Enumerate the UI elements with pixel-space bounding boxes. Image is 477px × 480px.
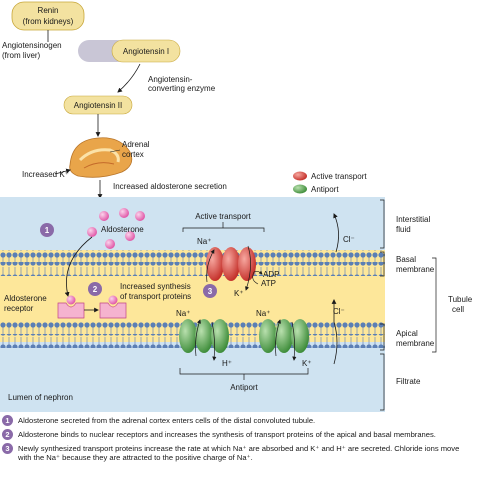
antiport-protein-left	[179, 319, 229, 353]
step-1-badge	[40, 223, 54, 237]
step-2-number: 2	[93, 285, 98, 294]
step-3-badge	[203, 284, 217, 298]
caption-3: 3 Newly synthesized transport proteins i…	[2, 443, 474, 463]
na-right-label: Na⁺	[256, 309, 270, 318]
atp-arrow	[252, 270, 263, 285]
cl-top-label: Cl⁻	[343, 235, 355, 244]
angiotensin-ii-label: Angiotensin II	[74, 101, 122, 110]
transport-protein-synthesis	[99, 295, 127, 319]
legend-antiport-swatch	[293, 184, 307, 194]
caption-list: 1 Aldosterone secreted from the adrenal …	[2, 415, 474, 467]
ace-arrow	[117, 63, 141, 93]
renin-source-label: (from kidneys)	[23, 17, 74, 26]
active-transport-bracket-label: Active transport	[195, 212, 251, 221]
filtrate-region	[0, 342, 385, 412]
ace-label-line1: Angiotensin-	[148, 75, 193, 84]
adp-label: ADP	[263, 270, 279, 279]
caption-1-badge: 1	[2, 415, 13, 426]
aldosterone-receptor-1	[57, 295, 85, 319]
angiotensin-i-label: Angiotensin I	[123, 47, 169, 56]
angiotensin-i-box	[111, 39, 181, 63]
angiotensinogen-source-label: (from liver)	[2, 51, 41, 60]
atp-label: ATP	[261, 279, 276, 288]
synthesis-label-line2: of transport proteins	[120, 292, 191, 301]
na-pump-arrow	[206, 249, 215, 283]
step-3-number: 3	[208, 287, 213, 296]
tubule-label-line2: cell	[452, 305, 464, 314]
caption-3-text: Newly synthesized transport proteins inc…	[18, 444, 460, 463]
adrenal-cortex-illustration	[69, 137, 133, 178]
caption-2: 2 Aldosterone binds to nuclear receptors…	[2, 429, 474, 440]
legend-active-transport-swatch	[293, 171, 307, 181]
antiport-protein-right	[259, 319, 309, 353]
legend-antiport-label: Antiport	[311, 185, 339, 194]
angiotensinogen-label: Angiotensinogen	[2, 41, 62, 50]
basal-membrane-outer	[0, 250, 385, 264]
basal-label-line1: Basal	[396, 255, 416, 264]
legend-active-transport-label: Active transport	[311, 172, 367, 181]
k-lower-label: K⁺	[302, 359, 312, 368]
caption-2-badge: 2	[2, 429, 13, 440]
k-pump-arrow	[245, 245, 251, 291]
aldosterone-entry-arrow	[64, 236, 93, 297]
na-left-label: Na⁺	[176, 309, 190, 318]
synthesis-label-line1: Increased synthesis	[120, 282, 191, 291]
region-brackets	[380, 199, 437, 411]
basal-membrane-inner	[0, 262, 385, 276]
na-right-arrow	[275, 319, 281, 357]
k-lower-arrow	[291, 321, 297, 361]
h-arrow	[211, 321, 217, 361]
basal-label-line2: membrane	[396, 265, 435, 274]
receptor-label-line2: receptor	[4, 304, 34, 313]
tubule-label-line1: Tubule	[448, 295, 473, 304]
apical-label-line2: membrane	[396, 339, 435, 348]
active-transport-pump	[206, 247, 256, 281]
cl-apical-arrow	[331, 299, 338, 365]
adrenal-label-line1: Adrenal	[122, 140, 150, 149]
step-1-number: 1	[45, 226, 50, 235]
caption-2-text: Aldosterone binds to nuclear receptors a…	[18, 430, 436, 439]
h-plus-label: H⁺	[222, 359, 232, 368]
receptor-label-line1: Aldosterone	[4, 294, 47, 303]
adrenal-label-line2: cortex	[122, 150, 144, 159]
aldosterone-secretion-label: Increased aldosterone secretion	[113, 182, 227, 191]
interstitial-label-line1: Interstitial	[396, 215, 430, 224]
diagram-canvas: Renin (from kidneys) Angiotensinogen (fr…	[0, 1, 473, 412]
caption-3-badge: 3	[2, 443, 13, 454]
aldosterone-molecules	[87, 208, 145, 249]
caption-1-text: Aldosterone secreted from the adrenal co…	[18, 416, 316, 425]
lumen-label: Lumen of nephron	[8, 393, 73, 402]
cytoplasm-region	[0, 268, 385, 328]
k-top-label: K⁺	[234, 289, 244, 298]
caption-1: 1 Aldosterone secreted from the adrenal …	[2, 415, 474, 426]
active-transport-bracket	[182, 227, 265, 232]
renin-label: Renin	[38, 6, 59, 15]
cl-basal-arrow	[333, 213, 339, 253]
interstitial-region	[0, 197, 385, 252]
filtrate-label: Filtrate	[396, 377, 421, 386]
step-2-badge	[88, 282, 102, 296]
increased-k-arrow	[54, 168, 71, 175]
apical-label-line1: Apical	[396, 329, 418, 338]
aldosterone-label: Aldosterone	[101, 225, 144, 234]
interstitial-label-line2: fluid	[396, 225, 411, 234]
ace-label-line2: converting enzyme	[148, 84, 216, 93]
antiport-bracket-label: Antiport	[230, 383, 258, 392]
increased-k-label: Increased K⁺	[22, 170, 69, 179]
na-top-label: Na⁺	[197, 237, 211, 246]
cl-lower-label: Cl⁻	[333, 307, 345, 316]
adrenal-pointer	[109, 149, 121, 153]
na-left-arrow	[195, 319, 201, 357]
